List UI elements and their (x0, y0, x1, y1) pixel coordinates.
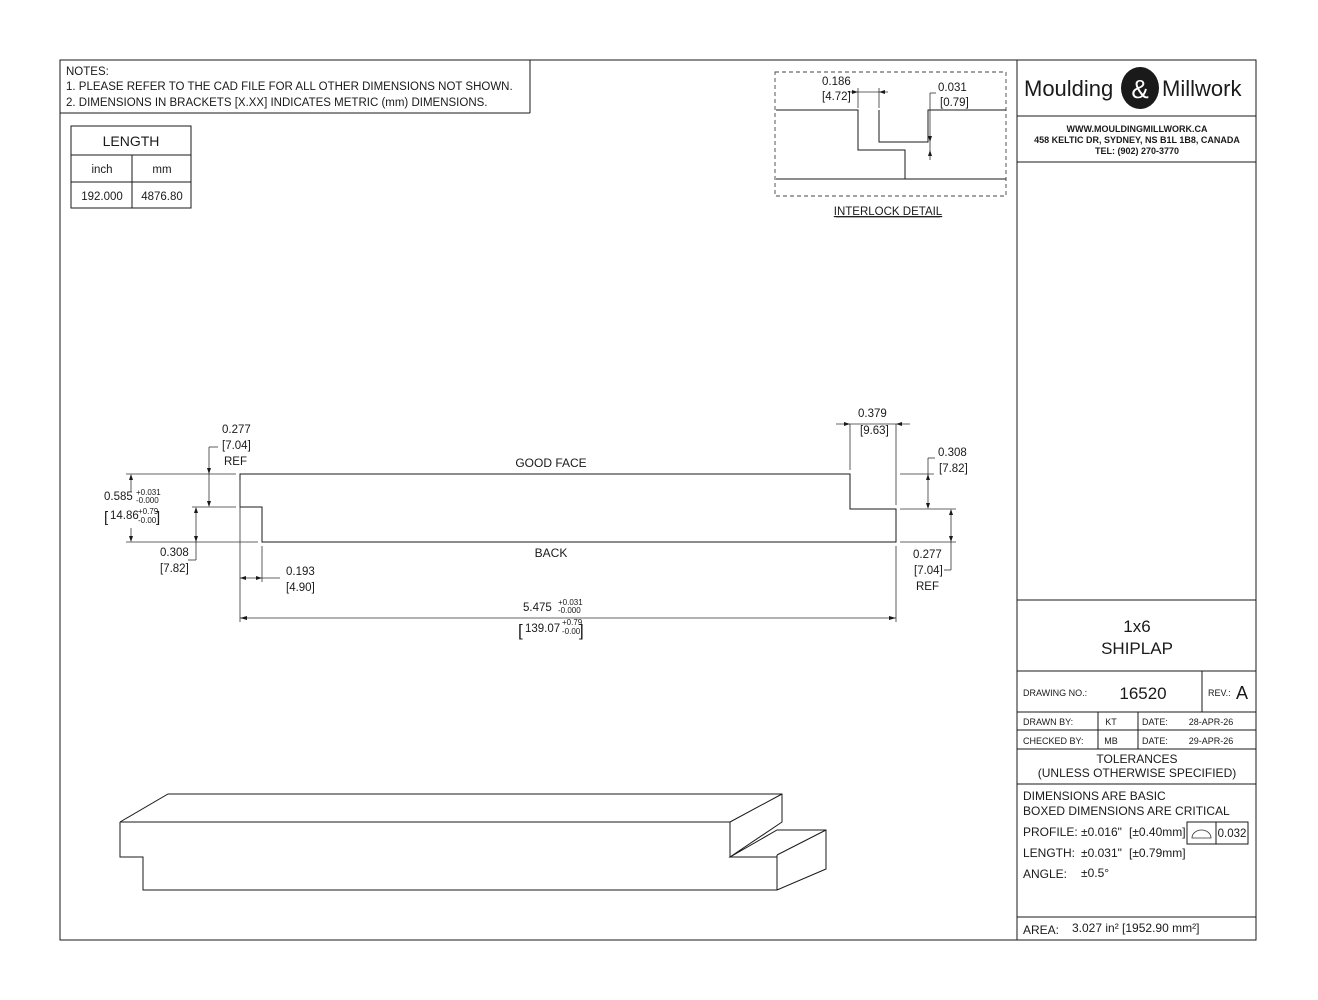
dimensions-basic-note: DIMENSIONS ARE BASIC (1023, 789, 1166, 803)
thickness-dim: 0.585 (104, 491, 133, 503)
back-label: BACK (535, 546, 568, 560)
width-bracket-open: [ (518, 621, 523, 640)
profile-outline (239, 473, 897, 543)
profile-tol-mm: [±0.40mm] (1129, 825, 1186, 839)
left-top-dim: 0.277 (222, 424, 251, 436)
right-bottom-dim-mm: [7.04] (914, 565, 943, 577)
left-top-ref: REF (224, 456, 247, 468)
company-address: 458 KELTIC DR, SYDNEY, NS B1L 1B8, CANAD… (1034, 135, 1240, 145)
width-tol-minus: -0.000 (558, 606, 581, 615)
drawn-date-label: DATE: (1142, 717, 1168, 727)
thickness-bracket-open: [ (104, 509, 109, 526)
width-tol-plus: +0.031 (558, 598, 583, 607)
length-tol-in: ±0.031" (1081, 846, 1122, 860)
surface-profile-icon (1191, 829, 1212, 839)
checked-by-label: CHECKED BY: (1023, 736, 1084, 746)
right-top-dim-mm: [9.63] (860, 425, 889, 437)
angle-tol-label: ANGLE: (1023, 867, 1067, 881)
area-value: 3.027 in² [1952.90 mm²] (1072, 921, 1199, 935)
isometric-view (119, 793, 827, 891)
width-mm: 139.07 (525, 623, 560, 635)
right-bottom-dim: 0.277 (913, 549, 942, 561)
profile-tol-in: ±0.016" (1081, 825, 1122, 839)
interlock-dim-a-mm: [4.72] (822, 91, 851, 103)
company-tel: TEL: (902) 270-3770 (1095, 146, 1179, 156)
length-tol-label: LENGTH: (1023, 846, 1075, 860)
lip-dim: 0.193 (286, 566, 315, 578)
right-bottom-ref: REF (916, 581, 939, 593)
width-mm-tol-minus: -0.00 (562, 627, 581, 636)
tolerances-subheading: (UNLESS OTHERWISE SPECIFIED) (1038, 766, 1236, 780)
product-title-line-1: 1x6 (1123, 617, 1150, 636)
company-name-right: Millwork (1162, 76, 1242, 101)
left-bottom-dim-mm: [7.82] (160, 563, 189, 575)
profile-value-box (1215, 821, 1249, 845)
profile-flag-value: 0.032 (1218, 828, 1247, 840)
drawing-no: 16520 (1119, 684, 1166, 703)
lip-dim-mm: [4.90] (286, 582, 315, 594)
isometric-outline (119, 793, 827, 891)
profile-tol-label: PROFILE: (1023, 825, 1078, 839)
interlock-dim-b-mm: [0.79] (940, 97, 969, 109)
checked-date: 29-APR-26 (1189, 736, 1234, 746)
interlock-dim-a: 0.186 (822, 76, 851, 88)
thickness-mm: 14.86 (110, 510, 139, 522)
drawing-no-label: DRAWING NO.: (1023, 688, 1087, 698)
title-block: Moulding & Millwork WWW.MOULDINGMILLWORK… (1016, 60, 1256, 940)
notes-line-2: 2. DIMENSIONS IN BRACKETS [X.XX] INDICAT… (66, 97, 488, 109)
thickness-bracket-close: ] (156, 509, 160, 526)
ampersand-logo-icon: & (1121, 67, 1159, 109)
checked-by: MB (1104, 736, 1118, 746)
right-top-dim: 0.379 (858, 408, 887, 420)
rev-label: REV.: (1208, 688, 1231, 698)
interlock-dim-b: 0.031 (938, 82, 967, 94)
length-value-mm: 4876.80 (141, 191, 183, 203)
interlock-caption: INTERLOCK DETAIL (834, 206, 943, 218)
drawn-by-label: DRAWN BY: (1023, 717, 1073, 727)
length-col-inch: inch (91, 164, 112, 176)
right-mid-dim: 0.308 (938, 447, 967, 459)
svg-text:&: & (1131, 74, 1148, 104)
product-title-line-2: SHIPLAP (1101, 639, 1173, 658)
width-dim: 5.475 (523, 602, 552, 614)
length-table-title: LENGTH (103, 133, 160, 149)
left-top-dim-mm: [7.04] (222, 440, 251, 452)
thickness-mm-tol-plus: +0.79 (138, 507, 159, 516)
shiplap-profile: GOOD FACE BACK 0.585 +0.031 -0.000 [ 14.… (104, 408, 968, 640)
angle-tol: ±0.5° (1081, 866, 1109, 880)
company-name-left: Moulding (1024, 76, 1113, 101)
thickness-tol-plus: +0.031 (136, 488, 161, 497)
width-mm-tol-plus: +0.79 (562, 618, 583, 627)
sheet-border (59, 59, 1257, 941)
drawn-by: KT (1105, 717, 1117, 727)
good-face-label: GOOD FACE (515, 456, 586, 470)
length-table: LENGTH inch mm 192.000 4876.80 (70, 125, 192, 209)
notes-line-1: 1. PLEASE REFER TO THE CAD FILE FOR ALL … (66, 81, 513, 93)
length-value-inch: 192.000 (81, 191, 123, 203)
boxed-critical-note: BOXED DIMENSIONS ARE CRITICAL (1023, 804, 1230, 818)
area-label: AREA: (1023, 923, 1059, 937)
profile-symbol-box (1186, 821, 1217, 845)
drawn-date: 28-APR-26 (1189, 717, 1234, 727)
rev-value: A (1236, 683, 1248, 703)
company-web: WWW.MOULDINGMILLWORK.CA (1067, 124, 1208, 134)
tolerances-heading: TOLERANCES (1096, 752, 1177, 766)
right-mid-dim-mm: [7.82] (939, 463, 968, 475)
interlock-profile (776, 109, 1006, 180)
thickness-tol-minus: -0.000 (136, 496, 159, 505)
checked-date-label: DATE: (1142, 736, 1168, 746)
notes-heading: NOTES: (66, 66, 109, 78)
left-bottom-dim: 0.308 (160, 547, 189, 559)
length-col-mm: mm (152, 164, 171, 176)
interlock-detail-frame (774, 71, 1007, 197)
notes-block: NOTES: 1. PLEASE REFER TO THE CAD FILE F… (60, 60, 531, 114)
width-bracket-close: ] (579, 621, 584, 640)
thickness-mm-tol-minus: -0.00 (138, 516, 157, 525)
length-tol-mm: [±0.79mm] (1129, 846, 1186, 860)
interlock-detail: 0.186 [4.72] 0.031 [0.79] INTERLOCK DETA… (774, 71, 1007, 218)
